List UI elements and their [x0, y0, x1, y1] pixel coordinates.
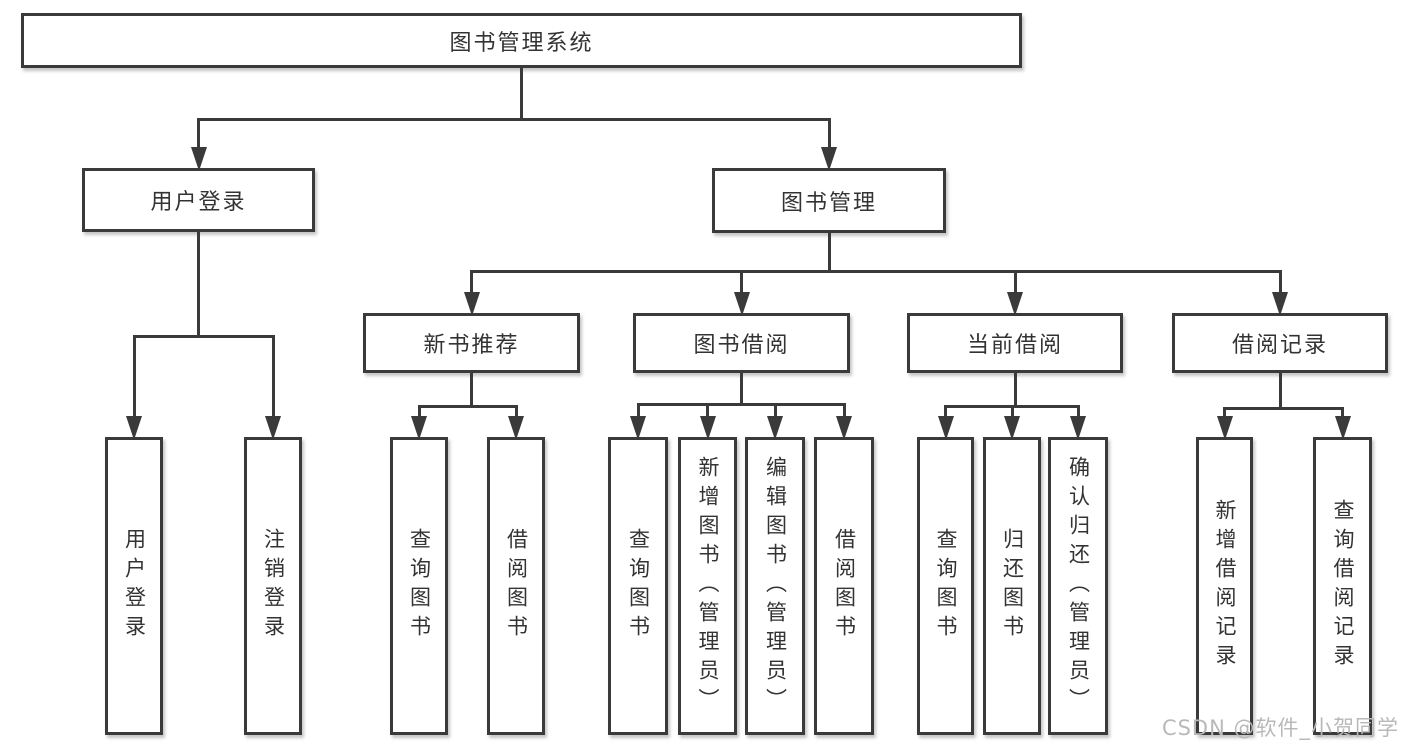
connector-line — [197, 118, 200, 148]
arrowhead-icon — [821, 147, 837, 171]
node-borrow-books-rec: 借阅图书 — [487, 437, 545, 735]
node-label: 图书管理系统 — [449, 30, 594, 56]
node-label: 归还图书 — [1000, 528, 1025, 644]
connector-line — [197, 118, 831, 121]
connector-line — [773, 403, 777, 417]
node-label: 编辑图书（管理员） — [763, 455, 788, 717]
node-label: 确认归还（管理员） — [1066, 455, 1091, 717]
node-label: 图书借阅 — [693, 333, 790, 358]
connector-line — [827, 232, 831, 273]
arrowhead-icon — [1216, 416, 1233, 440]
node-root: 图书管理系统 — [21, 13, 1022, 68]
connector-line — [944, 405, 947, 417]
node-book-mgmt: 图书管理 — [712, 168, 946, 233]
connector-line — [514, 405, 518, 417]
arrowhead-icon — [265, 416, 281, 440]
arrowhead-icon — [630, 416, 646, 440]
node-new-book-rec: 新书推荐 — [363, 313, 580, 373]
connector-line — [132, 335, 275, 338]
connector-line — [470, 270, 473, 293]
arrowhead-icon — [1334, 416, 1351, 440]
node-query-books-borrow: 查询图书 — [608, 437, 668, 735]
connector-line — [1223, 407, 1344, 410]
node-label: 当前借阅 — [966, 333, 1063, 358]
arrowhead-icon — [836, 416, 852, 440]
node-query-borrow-record: 查询借阅记录 — [1313, 437, 1372, 735]
connector-line — [520, 67, 523, 121]
connector-line — [636, 403, 846, 406]
node-label: 新增借阅记录 — [1213, 499, 1237, 673]
arrowhead-icon — [508, 416, 524, 440]
node-edit-books-admin: 编辑图书（管理员） — [745, 437, 805, 735]
node-label: 用户登录 — [122, 528, 147, 644]
node-label: 新增图书（管理员） — [696, 455, 720, 717]
node-borrow-books: 借阅图书 — [814, 437, 874, 735]
arrowhead-icon — [1007, 292, 1023, 316]
node-user-login: 用户登录 — [82, 168, 315, 232]
node-logout: 注销登录 — [244, 437, 302, 735]
connector-line — [740, 270, 743, 293]
connector-line — [1223, 407, 1226, 417]
node-user-login-leaf: 用户登录 — [105, 437, 163, 735]
connector-line — [1013, 372, 1017, 408]
node-add-borrow-record: 新增借阅记录 — [1196, 437, 1253, 735]
node-label: 用户登录 — [150, 190, 247, 215]
node-label: 注销登录 — [261, 528, 286, 644]
arrowhead-icon — [126, 416, 142, 440]
connector-line — [470, 270, 1282, 273]
node-confirm-return-admin: 确认归还（管理员） — [1048, 437, 1108, 735]
connector-line — [636, 403, 640, 417]
node-label: 借阅图书 — [504, 528, 529, 644]
arrowhead-icon — [411, 416, 427, 440]
node-query-books-current: 查询图书 — [917, 437, 974, 735]
connector-line — [470, 372, 473, 408]
connector-line — [740, 372, 743, 406]
connector-line — [706, 403, 709, 417]
arrowhead-icon — [937, 416, 954, 440]
connector-line — [1278, 270, 1282, 293]
node-add-books-admin: 新增图书（管理员） — [678, 437, 737, 735]
connector-line — [417, 405, 518, 408]
arrowhead-icon — [1070, 416, 1086, 440]
node-label: 借阅图书 — [832, 528, 857, 644]
node-borrow-records: 借阅记录 — [1172, 313, 1388, 373]
arrowhead-icon — [190, 147, 207, 171]
arrowhead-icon — [463, 292, 480, 316]
node-label: 查询图书 — [626, 528, 651, 644]
connector-line — [1341, 407, 1344, 417]
connector-line — [827, 118, 831, 148]
arrowhead-icon — [1272, 292, 1288, 316]
node-current-borrow: 当前借阅 — [907, 313, 1123, 373]
arrowhead-icon — [1004, 416, 1020, 440]
connector-line — [1076, 405, 1080, 417]
node-book-borrow: 图书借阅 — [633, 313, 850, 373]
node-query-books-rec: 查询图书 — [390, 437, 448, 735]
connector-line — [842, 403, 846, 417]
node-label: 新书推荐 — [423, 333, 520, 358]
arrowhead-icon — [699, 416, 716, 440]
connector-line — [197, 231, 200, 338]
node-return-books: 归还图书 — [983, 437, 1041, 735]
connector-line — [417, 405, 421, 417]
node-label: 查询图书 — [407, 528, 432, 644]
watermark-text: CSDN @软件_小贺同学 — [1161, 716, 1399, 740]
node-label: 查询借阅记录 — [1331, 499, 1355, 673]
node-label: 图书管理 — [780, 190, 877, 216]
connector-line — [1010, 405, 1014, 417]
connector-line — [1013, 270, 1017, 293]
connector-line — [132, 335, 136, 417]
arrowhead-icon — [733, 292, 750, 316]
arrowhead-icon — [767, 416, 783, 440]
connector-line — [271, 335, 275, 417]
node-label: 查询图书 — [934, 528, 958, 644]
connector-line — [1278, 372, 1282, 410]
node-label: 借阅记录 — [1231, 333, 1328, 358]
